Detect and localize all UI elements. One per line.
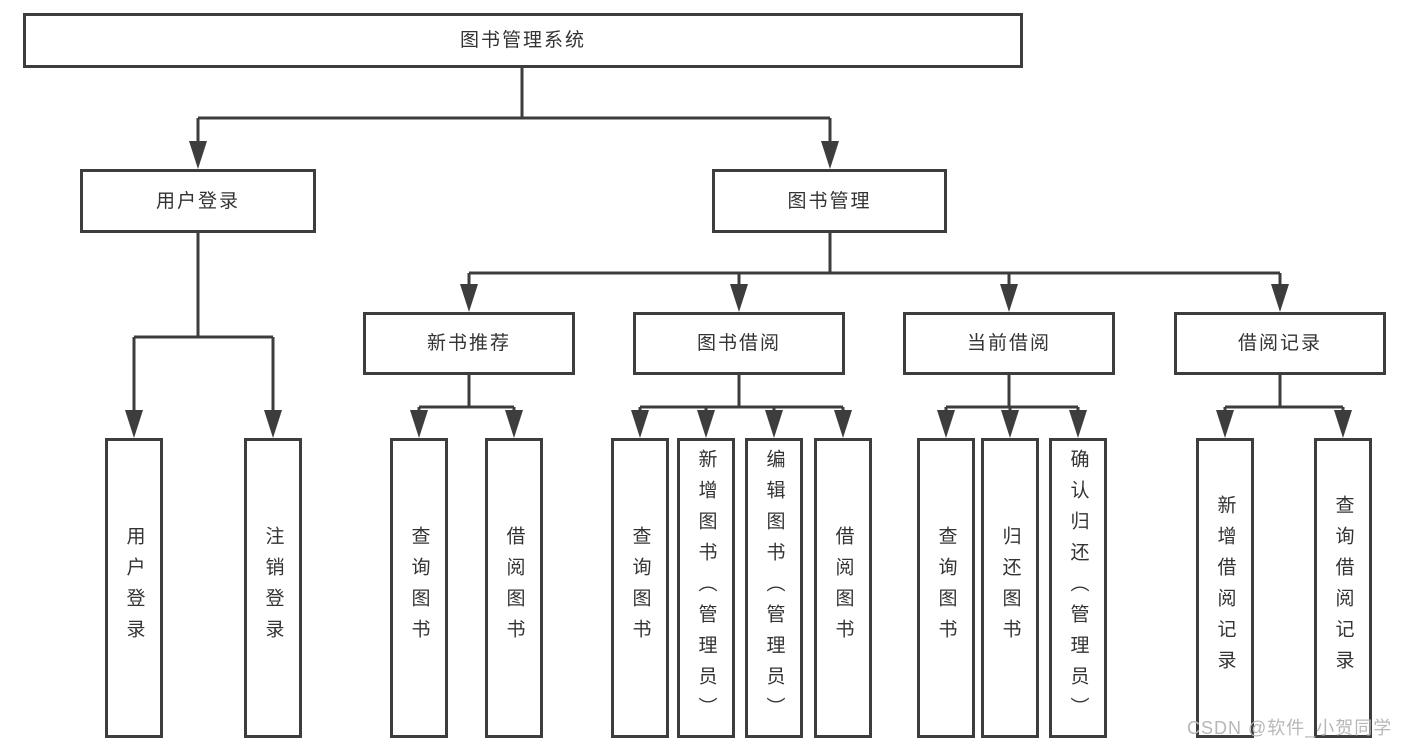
arrowhead-icon	[505, 410, 523, 438]
node-new-book-recommend: 新书推荐	[363, 312, 575, 375]
node-library-management-system: 图书管理系统	[23, 13, 1023, 68]
arrowhead-icon	[1334, 410, 1352, 438]
arrowhead-icon	[1216, 410, 1234, 438]
leaf-bb-borrow-books: 借阅图书	[814, 438, 872, 738]
arrowhead-icon	[631, 410, 649, 438]
leaf-cb-confirm-return-admin: 确认归还（管理员）	[1049, 438, 1107, 738]
node-current-borrowing: 当前借阅	[903, 312, 1115, 375]
arrowhead-icon	[1001, 410, 1019, 438]
arrowhead-icon	[189, 141, 207, 169]
arrowhead-icon	[1000, 284, 1018, 312]
leaf-user-login: 用户登录	[105, 438, 163, 738]
arrowhead-icon	[697, 410, 715, 438]
arrowhead-icon	[765, 410, 783, 438]
arrowhead-icon	[1069, 410, 1087, 438]
node-user-login: 用户登录	[80, 169, 316, 233]
leaf-br-query-record: 查询借阅记录	[1314, 438, 1372, 738]
leaf-br-add-record: 新增借阅记录	[1196, 438, 1254, 738]
arrowhead-icon	[125, 410, 143, 438]
node-book-borrowing: 图书借阅	[633, 312, 845, 375]
csdn-watermark: CSDN @软件_小贺同学	[1187, 718, 1393, 738]
leaf-cb-query-books: 查询图书	[917, 438, 975, 738]
leaf-bb-edit-books-admin: 编辑图书（管理员）	[745, 438, 803, 738]
arrowhead-icon	[1271, 284, 1289, 312]
arrowhead-icon	[821, 141, 839, 169]
arrowhead-icon	[730, 284, 748, 312]
leaf-logout: 注销登录	[244, 438, 302, 738]
leaf-bb-add-books-admin: 新增图书（管理员）	[677, 438, 735, 738]
arrowhead-icon	[264, 410, 282, 438]
node-book-management: 图书管理	[712, 169, 947, 233]
leaf-cb-return-books: 归还图书	[981, 438, 1039, 738]
arrowhead-icon	[834, 410, 852, 438]
leaf-bb-query-books: 查询图书	[611, 438, 669, 738]
leaf-nbr-borrow-books: 借阅图书	[485, 438, 543, 738]
node-borrow-records: 借阅记录	[1174, 312, 1386, 375]
leaf-nbr-query-books: 查询图书	[390, 438, 448, 738]
arrowhead-icon	[410, 410, 428, 438]
arrowhead-icon	[937, 410, 955, 438]
arrowhead-icon	[460, 284, 478, 312]
